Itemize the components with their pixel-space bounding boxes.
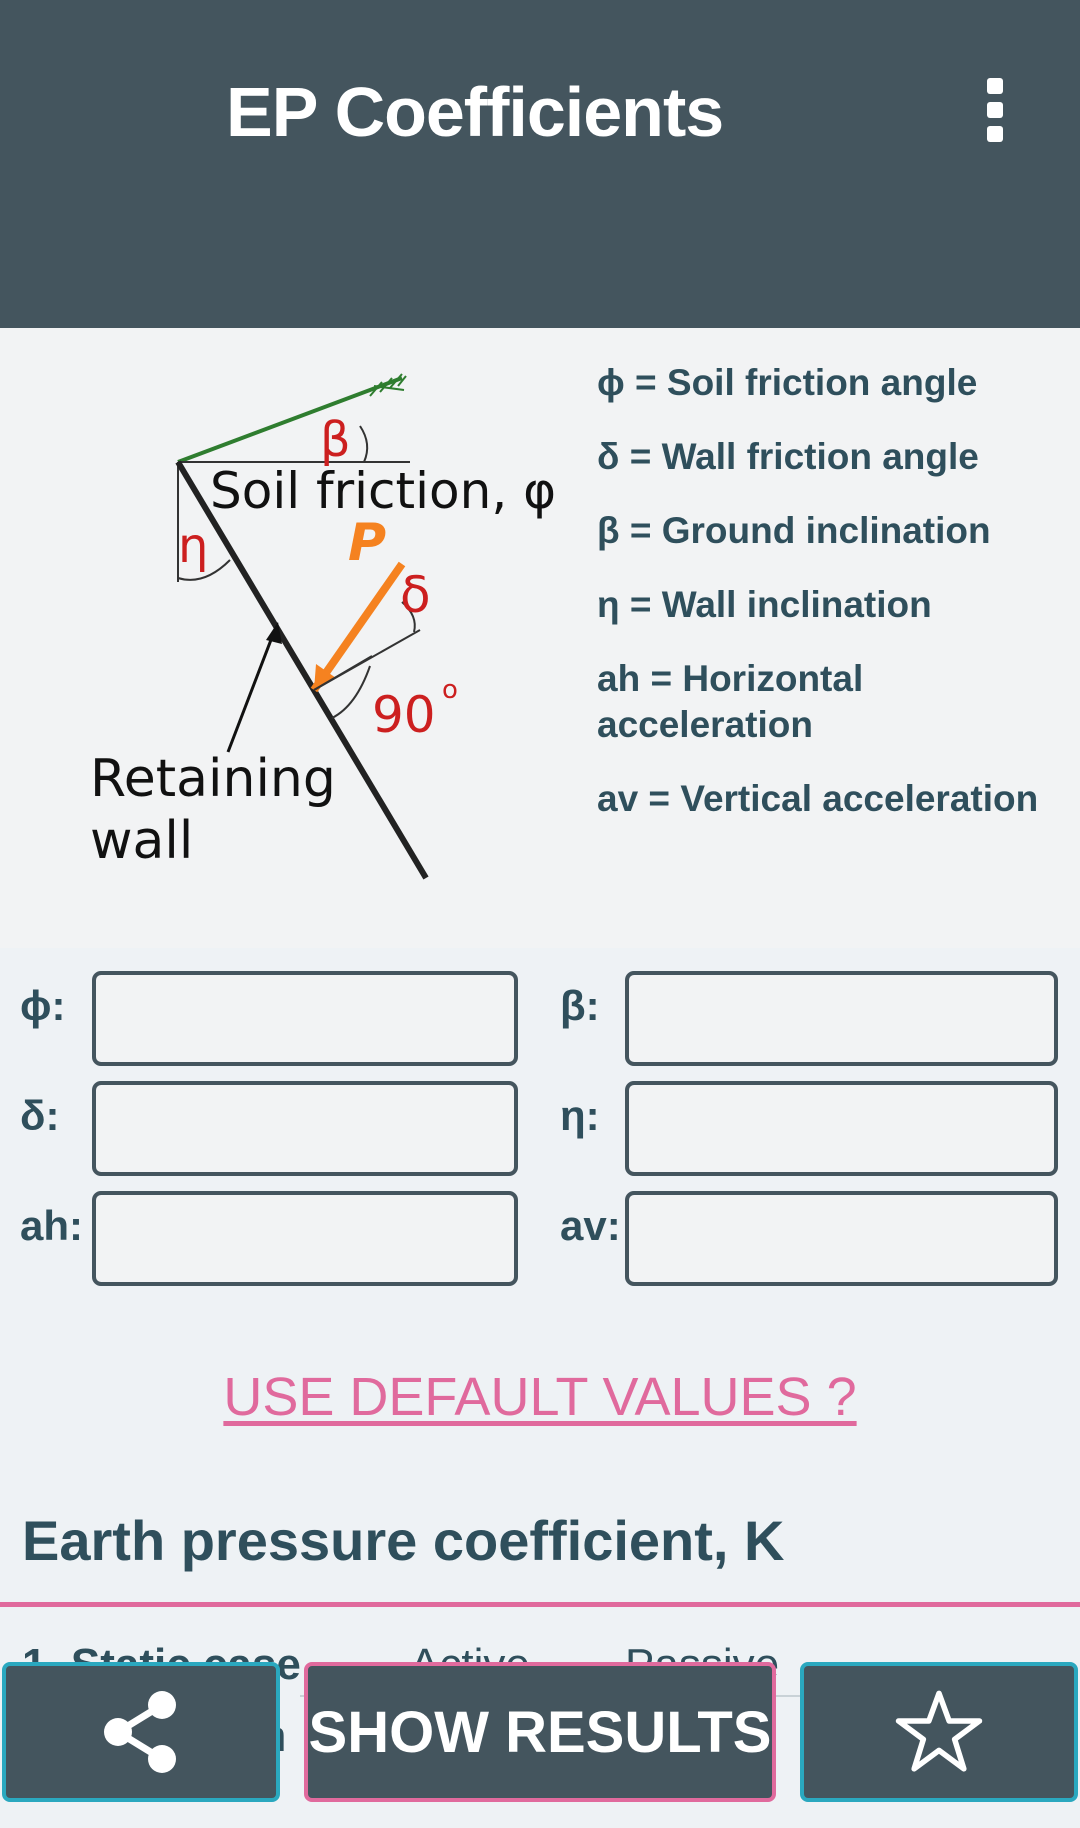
share-button[interactable] (2, 1662, 280, 1802)
degree-symbol: o (442, 675, 458, 705)
section-divider (0, 1602, 1080, 1607)
eta-symbol: η (178, 518, 208, 574)
phi-input[interactable] (92, 971, 518, 1066)
eta-arc (177, 559, 231, 581)
legend-eta: η = Wall inclination (597, 584, 932, 625)
delta-label: δ: (20, 1092, 60, 1139)
retaining-wall-label-1: Retaining (90, 749, 336, 809)
wall-line (175, 460, 429, 880)
phi-label: ϕ: (20, 982, 66, 1029)
beta-symbol: β (320, 412, 351, 468)
beta-arc (359, 425, 369, 463)
section-title: Earth pressure coefficient, K (22, 1509, 785, 1572)
ground-line (177, 376, 403, 464)
app-title: EP Coefficients (226, 73, 724, 151)
legend-av: av = Vertical acceleration (597, 778, 1039, 819)
beta-input[interactable] (625, 971, 1058, 1066)
delta-input[interactable] (92, 1081, 518, 1176)
legend-beta: β = Ground inclination (597, 510, 991, 551)
right-angle-label: 90 (372, 686, 436, 744)
retaining-wall-label-2: wall (90, 811, 193, 871)
use-default-values-link[interactable]: USE DEFAULT VALUES ? (223, 1367, 857, 1427)
delta-arc (401, 601, 416, 633)
ground-hatch (369, 373, 407, 397)
legend-delta: δ = Wall friction angle (597, 436, 979, 477)
ah-label: ah: (20, 1202, 83, 1249)
delta-symbol: δ (400, 566, 431, 624)
eta-label: η: (560, 1092, 600, 1139)
app-bar: EP Coefficients (0, 0, 1080, 328)
eta-input[interactable] (625, 1081, 1058, 1176)
right-angle-arc (331, 665, 371, 719)
soil-friction-label: Soil friction, φ (210, 462, 556, 520)
wall-pointer-line (226, 631, 276, 753)
legend-ah: ah = Horizontal acceleration (597, 658, 864, 745)
force-arrowhead (314, 664, 336, 690)
legend-phi: ϕ = Soil friction angle (597, 362, 978, 403)
retaining-wall-diagram: β η Soil friction, φ P δ 90 o Retaining … (90, 373, 556, 880)
show-results-button[interactable]: SHOW RESULTS (304, 1662, 776, 1802)
beta-label: β: (560, 982, 600, 1029)
force-p-label: P (348, 513, 386, 573)
av-label: av: (560, 1202, 621, 1249)
normal-line-2 (313, 629, 421, 691)
more-vert-icon[interactable] (975, 72, 1015, 144)
symbol-legend: ϕ = Soil friction angle δ = Wall frictio… (597, 360, 1067, 850)
force-arrow (310, 561, 406, 693)
star-outline-icon (895, 1690, 983, 1772)
wall-pointer-head (266, 622, 282, 644)
favorite-button[interactable] (800, 1662, 1078, 1802)
av-input[interactable] (625, 1191, 1058, 1286)
ah-input[interactable] (92, 1191, 518, 1286)
share-icon (104, 1691, 176, 1773)
